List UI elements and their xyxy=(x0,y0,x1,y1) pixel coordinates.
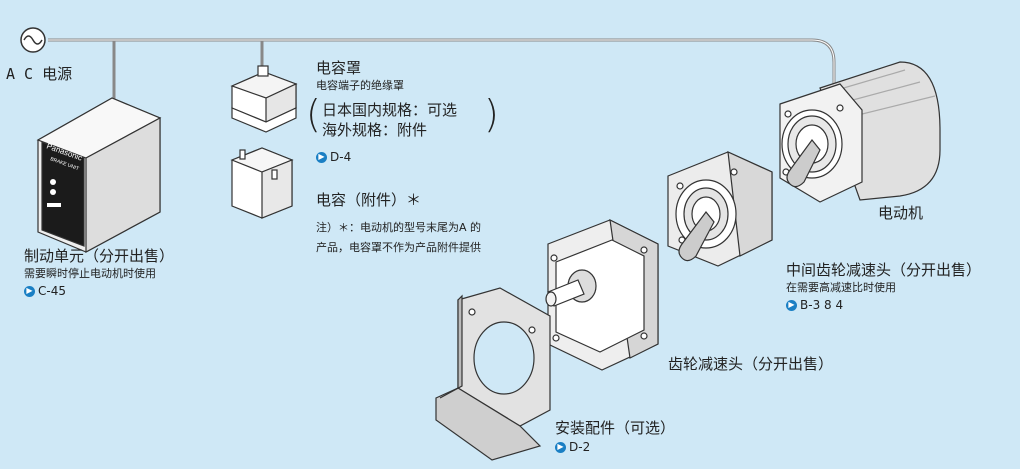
motor-title: 电动机 xyxy=(878,204,924,222)
brake-unit-ref: C-45 xyxy=(38,284,66,298)
brake-unit-desc: 需要瞬时停止电动机时使用 xyxy=(24,267,156,280)
intermediate-gear-title: 中间齿轮减速头（分开出售） xyxy=(786,261,982,279)
intermediate-gear-desc: 在需要高减速比时使用 xyxy=(786,281,896,294)
intermediate-gear-ref-link[interactable]: ▶ B-3 8 4 xyxy=(786,298,843,312)
intermediate-gear-drawing xyxy=(667,151,773,267)
right-arrow-circle-icon: ▶ xyxy=(555,441,566,453)
right-arrow-circle-icon: ▶ xyxy=(316,151,327,163)
mounting-ref: D-2 xyxy=(569,440,591,454)
brake-unit-title: 制动单元（分开出售） xyxy=(24,247,175,265)
capacitor-cover-ref-link[interactable]: ▶ D-4 xyxy=(316,150,351,164)
capacitor-note-line2: 产品，电容罩不作为产品附件提供 xyxy=(316,241,481,254)
right-arrow-circle-icon: ▶ xyxy=(786,299,797,311)
intermediate-gear-ref: B-3 8 4 xyxy=(800,298,844,312)
open-bracket: ( xyxy=(306,92,321,136)
motor-drawing xyxy=(779,61,941,203)
capacitor-cover-title: 电容罩 xyxy=(316,59,362,77)
ac-sine-icon xyxy=(20,27,46,53)
ac-source-label: A C 电源 xyxy=(6,65,73,83)
capacitor-note-line1: 注）＊：电动机的型号末尾为A 的 xyxy=(316,221,482,234)
gear-head-title: 齿轮减速头（分开出售） xyxy=(668,355,834,373)
mounting-title: 安装配件（可选） xyxy=(555,419,676,437)
capacitor-title: 电容（附件）＊ xyxy=(316,191,422,209)
capacitor-cover-ref: D-4 xyxy=(330,150,352,164)
mounting-ref-link[interactable]: ▶ D-2 xyxy=(555,440,590,454)
gear-head-drawing xyxy=(545,218,659,371)
capacitor-cover-drawing xyxy=(230,65,298,133)
mounting-bracket-drawing xyxy=(435,287,551,461)
right-arrow-circle-icon: ▶ xyxy=(24,285,35,297)
close-bracket: ) xyxy=(484,92,499,136)
brake-unit-drawing xyxy=(36,97,162,254)
capacitor-drawing xyxy=(230,147,294,219)
capacitor-cover-spec-overseas: 海外规格：附件 xyxy=(322,121,428,139)
brake-unit-ref-link[interactable]: ▶ C-45 xyxy=(24,284,66,298)
capacitor-cover-spec-domestic: 日本国内规格：可选 xyxy=(322,101,458,119)
capacitor-cover-desc: 电容端子的绝缘罩 xyxy=(316,79,404,92)
